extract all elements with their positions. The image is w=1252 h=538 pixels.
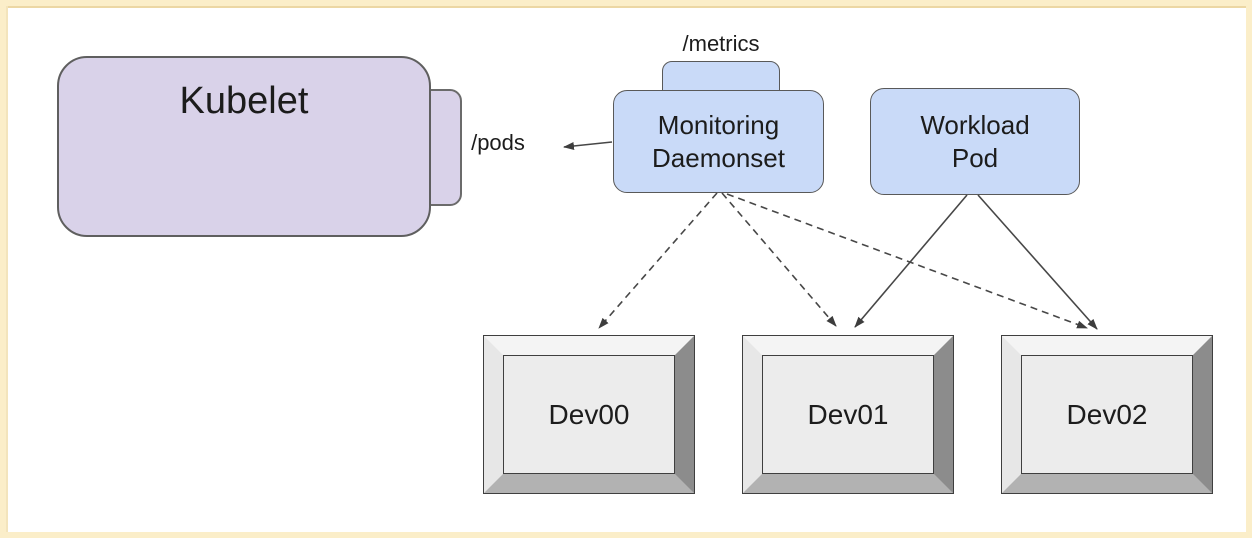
- device-dev02-label: Dev02: [1066, 398, 1148, 430]
- pods-endpoint-label: /pods: [471, 130, 525, 155]
- workload-pod-node: Workload Pod: [870, 88, 1080, 195]
- edge-workload-to-dev01: [854, 194, 968, 328]
- monitoring-label-line1: Monitoring: [657, 109, 780, 140]
- device-dev01: Dev01: [742, 335, 954, 494]
- device-dev00-label: Dev00: [548, 398, 630, 430]
- workload-label-line2: Pod: [951, 142, 999, 173]
- kubelet-node: Kubelet: [57, 56, 431, 237]
- edge-monitoring-to-dev02: [726, 193, 1088, 329]
- monitoring-label-line2: Daemonset: [652, 142, 785, 173]
- device-dev00: Dev00: [483, 335, 695, 494]
- monitoring-daemonset-node: Monitoring Daemonset: [613, 90, 824, 193]
- edge-monitoring-to-pods: [563, 141, 613, 150]
- edge-workload-to-dev02: [977, 194, 1098, 330]
- device-dev01-label: Dev01: [807, 398, 889, 430]
- frame-accent-left: [6, 6, 8, 532]
- frame-accent-top: [6, 6, 1246, 8]
- edge-monitoring-to-dev01: [721, 192, 837, 327]
- kubelet-label: Kubelet: [179, 80, 309, 122]
- metrics-endpoint-label: /metrics: [682, 31, 760, 56]
- edge-monitoring-to-dev00: [598, 192, 718, 329]
- device-dev02: Dev02: [1001, 335, 1213, 494]
- workload-label-line1: Workload: [920, 109, 1030, 140]
